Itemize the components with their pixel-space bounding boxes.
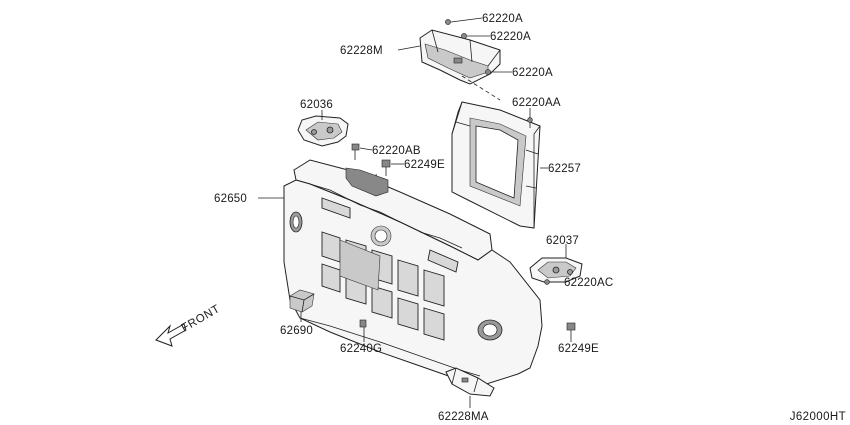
- label-62690: 62690: [280, 325, 313, 337]
- label-62220aa: 62220AA: [512, 97, 561, 109]
- label-62249e-1: 62249E: [404, 159, 445, 171]
- lower-bracket-62228ma: [445, 367, 495, 397]
- label-62249e-2: 62249E: [558, 343, 599, 355]
- upper-bracket-62228m: [419, 29, 501, 85]
- front-bumper-fascia-62650: [283, 159, 543, 387]
- fasteners: [351, 19, 576, 338]
- label-62650: 62650: [214, 193, 247, 205]
- front-indicator: FRONT: [155, 303, 223, 347]
- pad-62690: [289, 289, 315, 313]
- side-bracket-62037: [529, 257, 583, 283]
- label-62220ab: 62220AB: [372, 145, 421, 157]
- diagram-code: J62000HT: [790, 411, 846, 423]
- label-62036: 62036: [300, 99, 333, 111]
- label-62257: 62257: [548, 163, 581, 175]
- front-arrow-icon: [155, 323, 187, 347]
- radiator-core-support-62257: [451, 101, 541, 229]
- front-label: FRONT: [180, 303, 223, 335]
- label-62228m: 62228M: [340, 45, 383, 57]
- label-62220a-3: 62220A: [512, 67, 553, 79]
- label-62220ac: 62220AC: [564, 277, 613, 289]
- side-bracket-62036: [297, 115, 349, 147]
- label-62220a-2: 62220A: [490, 31, 531, 43]
- label-62240g: 62240G: [340, 343, 382, 355]
- part-labels: 62220A 62220A 62228M 62220A 62220AA 6203…: [214, 13, 613, 423]
- label-62037: 62037: [546, 235, 579, 247]
- leader-lines: [258, 17, 572, 408]
- label-62228ma: 62228MA: [438, 411, 489, 423]
- label-62220a-1: 62220A: [482, 13, 523, 25]
